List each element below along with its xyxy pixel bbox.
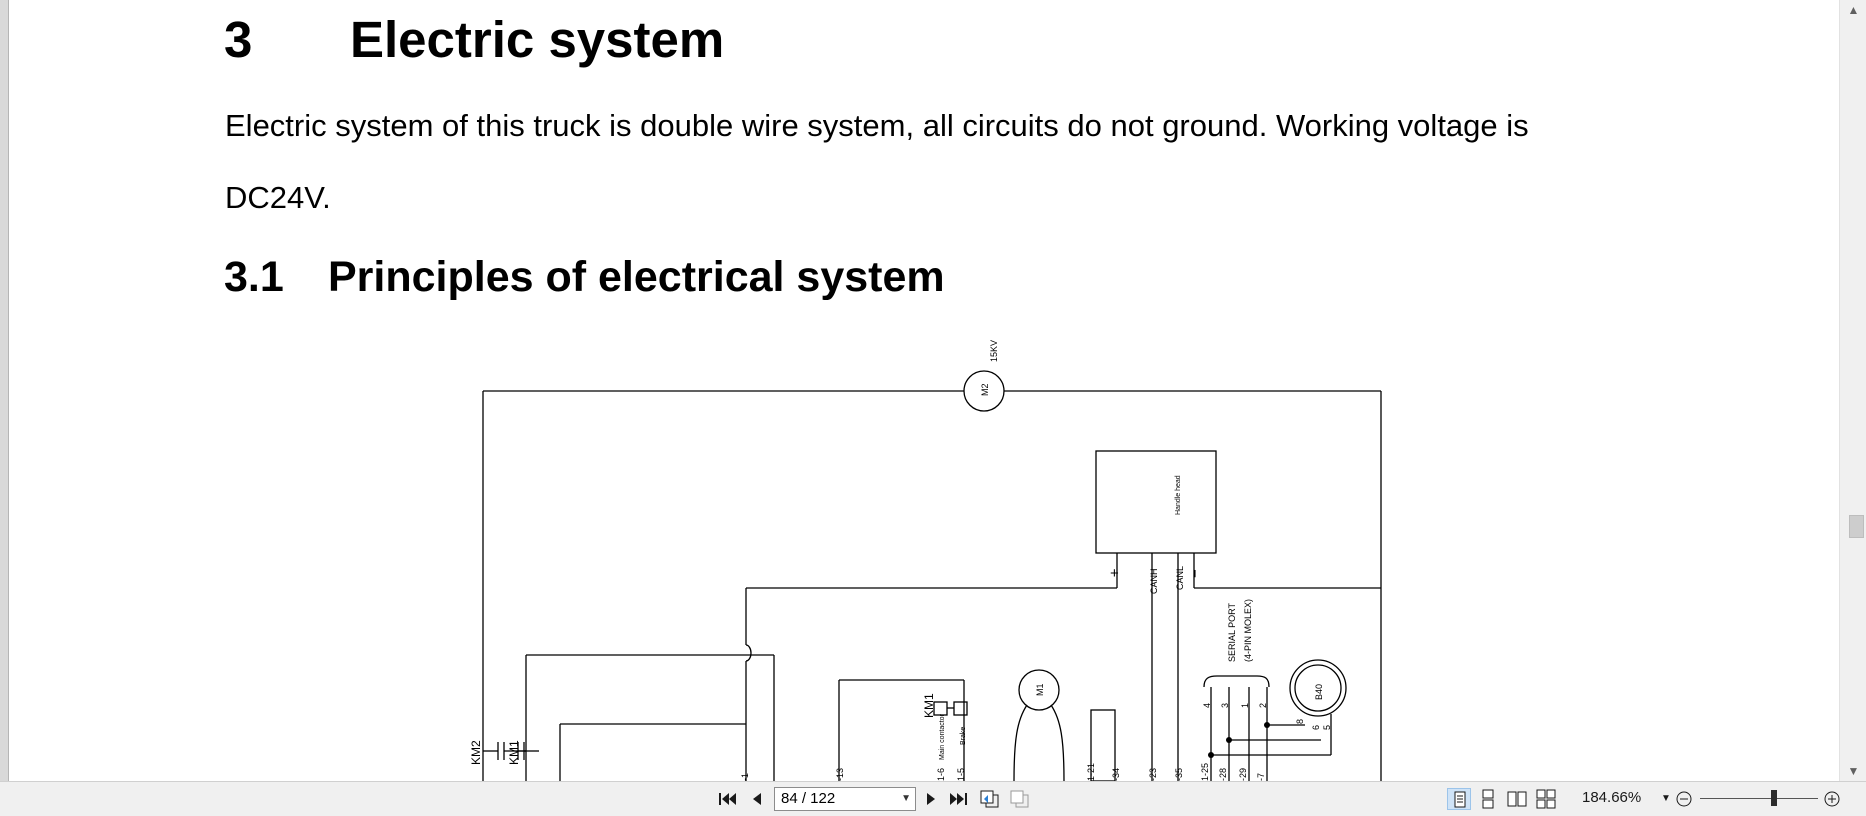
document-viewer[interactable]: 3 Electric system Electric system of thi… bbox=[0, 0, 1866, 781]
pin-label: 2 bbox=[1258, 703, 1268, 708]
paragraph-line-2: DC24V. bbox=[225, 180, 331, 215]
terminal-label: -35 bbox=[1174, 768, 1184, 781]
scroll-down-icon[interactable]: ▼ bbox=[1847, 764, 1860, 778]
canh-label: CANH bbox=[1149, 568, 1159, 594]
scroll-thumb[interactable] bbox=[1849, 515, 1864, 538]
facing-view-icon[interactable] bbox=[1505, 788, 1529, 810]
pin-label: 1 bbox=[1240, 703, 1250, 708]
terminal-label: -28 bbox=[1218, 768, 1228, 781]
handle-head-label: Handle head bbox=[1175, 475, 1182, 515]
pdf-page: 3 Electric system Electric system of thi… bbox=[9, 0, 1839, 781]
terminal-label: -34 bbox=[1111, 768, 1121, 781]
km1-label: KM1 bbox=[922, 693, 936, 718]
page-indicator: 84 / 122 bbox=[781, 790, 836, 807]
serial-port-sub-label: (4-PIN MOLEX) bbox=[1243, 599, 1253, 662]
serial-port-label: SERIAL PORT bbox=[1227, 602, 1237, 662]
continuous-facing-view-icon[interactable] bbox=[1534, 788, 1558, 810]
next-page-icon[interactable] bbox=[922, 789, 940, 809]
zoom-in-icon[interactable] bbox=[1822, 789, 1842, 809]
page-dropdown-icon[interactable]: ▼ bbox=[901, 793, 911, 804]
zoom-slider-thumb[interactable] bbox=[1771, 790, 1777, 806]
zoom-slider-track[interactable] bbox=[1700, 798, 1818, 799]
km1-cap-label: KM1 bbox=[507, 740, 521, 765]
zoom-level[interactable]: 184.66% bbox=[1582, 789, 1642, 806]
terminal-label: -13 bbox=[835, 768, 845, 781]
terminal-label: 1-5 bbox=[956, 768, 966, 781]
b40-pin-label: 8 bbox=[1295, 719, 1305, 724]
continuous-view-icon[interactable] bbox=[1476, 788, 1500, 810]
previous-page-icon[interactable] bbox=[748, 789, 766, 809]
scroll-up-icon[interactable]: ▲ bbox=[1847, 3, 1860, 17]
m1-label: M1 bbox=[1035, 683, 1045, 696]
terminal-label: 1-25 bbox=[1200, 763, 1210, 781]
brake-label: Brake bbox=[960, 727, 967, 745]
terminal-label: -7 bbox=[1256, 773, 1266, 781]
m2-label: M2 bbox=[980, 383, 990, 396]
terminal-label: 1-21 bbox=[1086, 763, 1096, 781]
main-contactor-label: Main contactor bbox=[939, 713, 946, 760]
plus-label: + bbox=[1110, 565, 1119, 582]
electrical-schematic: M2 15KV Handle head + − CANH CANL SERIAL… bbox=[469, 340, 1382, 781]
left-panel-edge bbox=[0, 0, 9, 781]
vertical-scrollbar[interactable]: ▲ ▼ bbox=[1839, 0, 1866, 781]
b40-label: B40 bbox=[1314, 684, 1324, 700]
bottom-toolbar: 84 / 122 ▼ 184.66% ▼ bbox=[0, 781, 1866, 816]
terminal-label: -29 bbox=[1238, 768, 1248, 781]
b40-pin-label: 5 bbox=[1322, 725, 1332, 730]
terminal-label: -1 bbox=[740, 773, 750, 781]
terminal-label: -23 bbox=[1148, 768, 1158, 781]
first-page-icon[interactable] bbox=[716, 789, 738, 809]
last-page-icon[interactable] bbox=[948, 789, 970, 809]
terminal-label: 1-6 bbox=[936, 768, 946, 781]
zoom-dropdown-icon[interactable]: ▼ bbox=[1661, 793, 1671, 804]
pin-label: 4 bbox=[1202, 703, 1212, 708]
km2-label: KM2 bbox=[469, 740, 483, 765]
m2-rating: 15KV bbox=[989, 340, 999, 362]
b40-pin-label: 6 bbox=[1311, 725, 1321, 730]
zoom-out-icon[interactable] bbox=[1674, 789, 1694, 809]
next-view-icon[interactable] bbox=[1008, 789, 1032, 809]
minus-label: − bbox=[1187, 569, 1204, 578]
section-title: Principles of electrical system bbox=[328, 253, 945, 301]
chapter-title: Electric system bbox=[350, 11, 725, 68]
paragraph-line-1: Electric system of this truck is double … bbox=[225, 108, 1529, 143]
page-number-input[interactable]: 84 / 122 ▼ bbox=[774, 787, 916, 811]
single-page-view-icon[interactable] bbox=[1447, 788, 1471, 810]
canl-label: CANL bbox=[1175, 566, 1185, 590]
chapter-number: 3 bbox=[224, 11, 253, 68]
previous-view-icon[interactable] bbox=[978, 789, 1002, 809]
pin-label: 3 bbox=[1220, 703, 1230, 708]
section-number: 3.1 bbox=[224, 253, 284, 301]
